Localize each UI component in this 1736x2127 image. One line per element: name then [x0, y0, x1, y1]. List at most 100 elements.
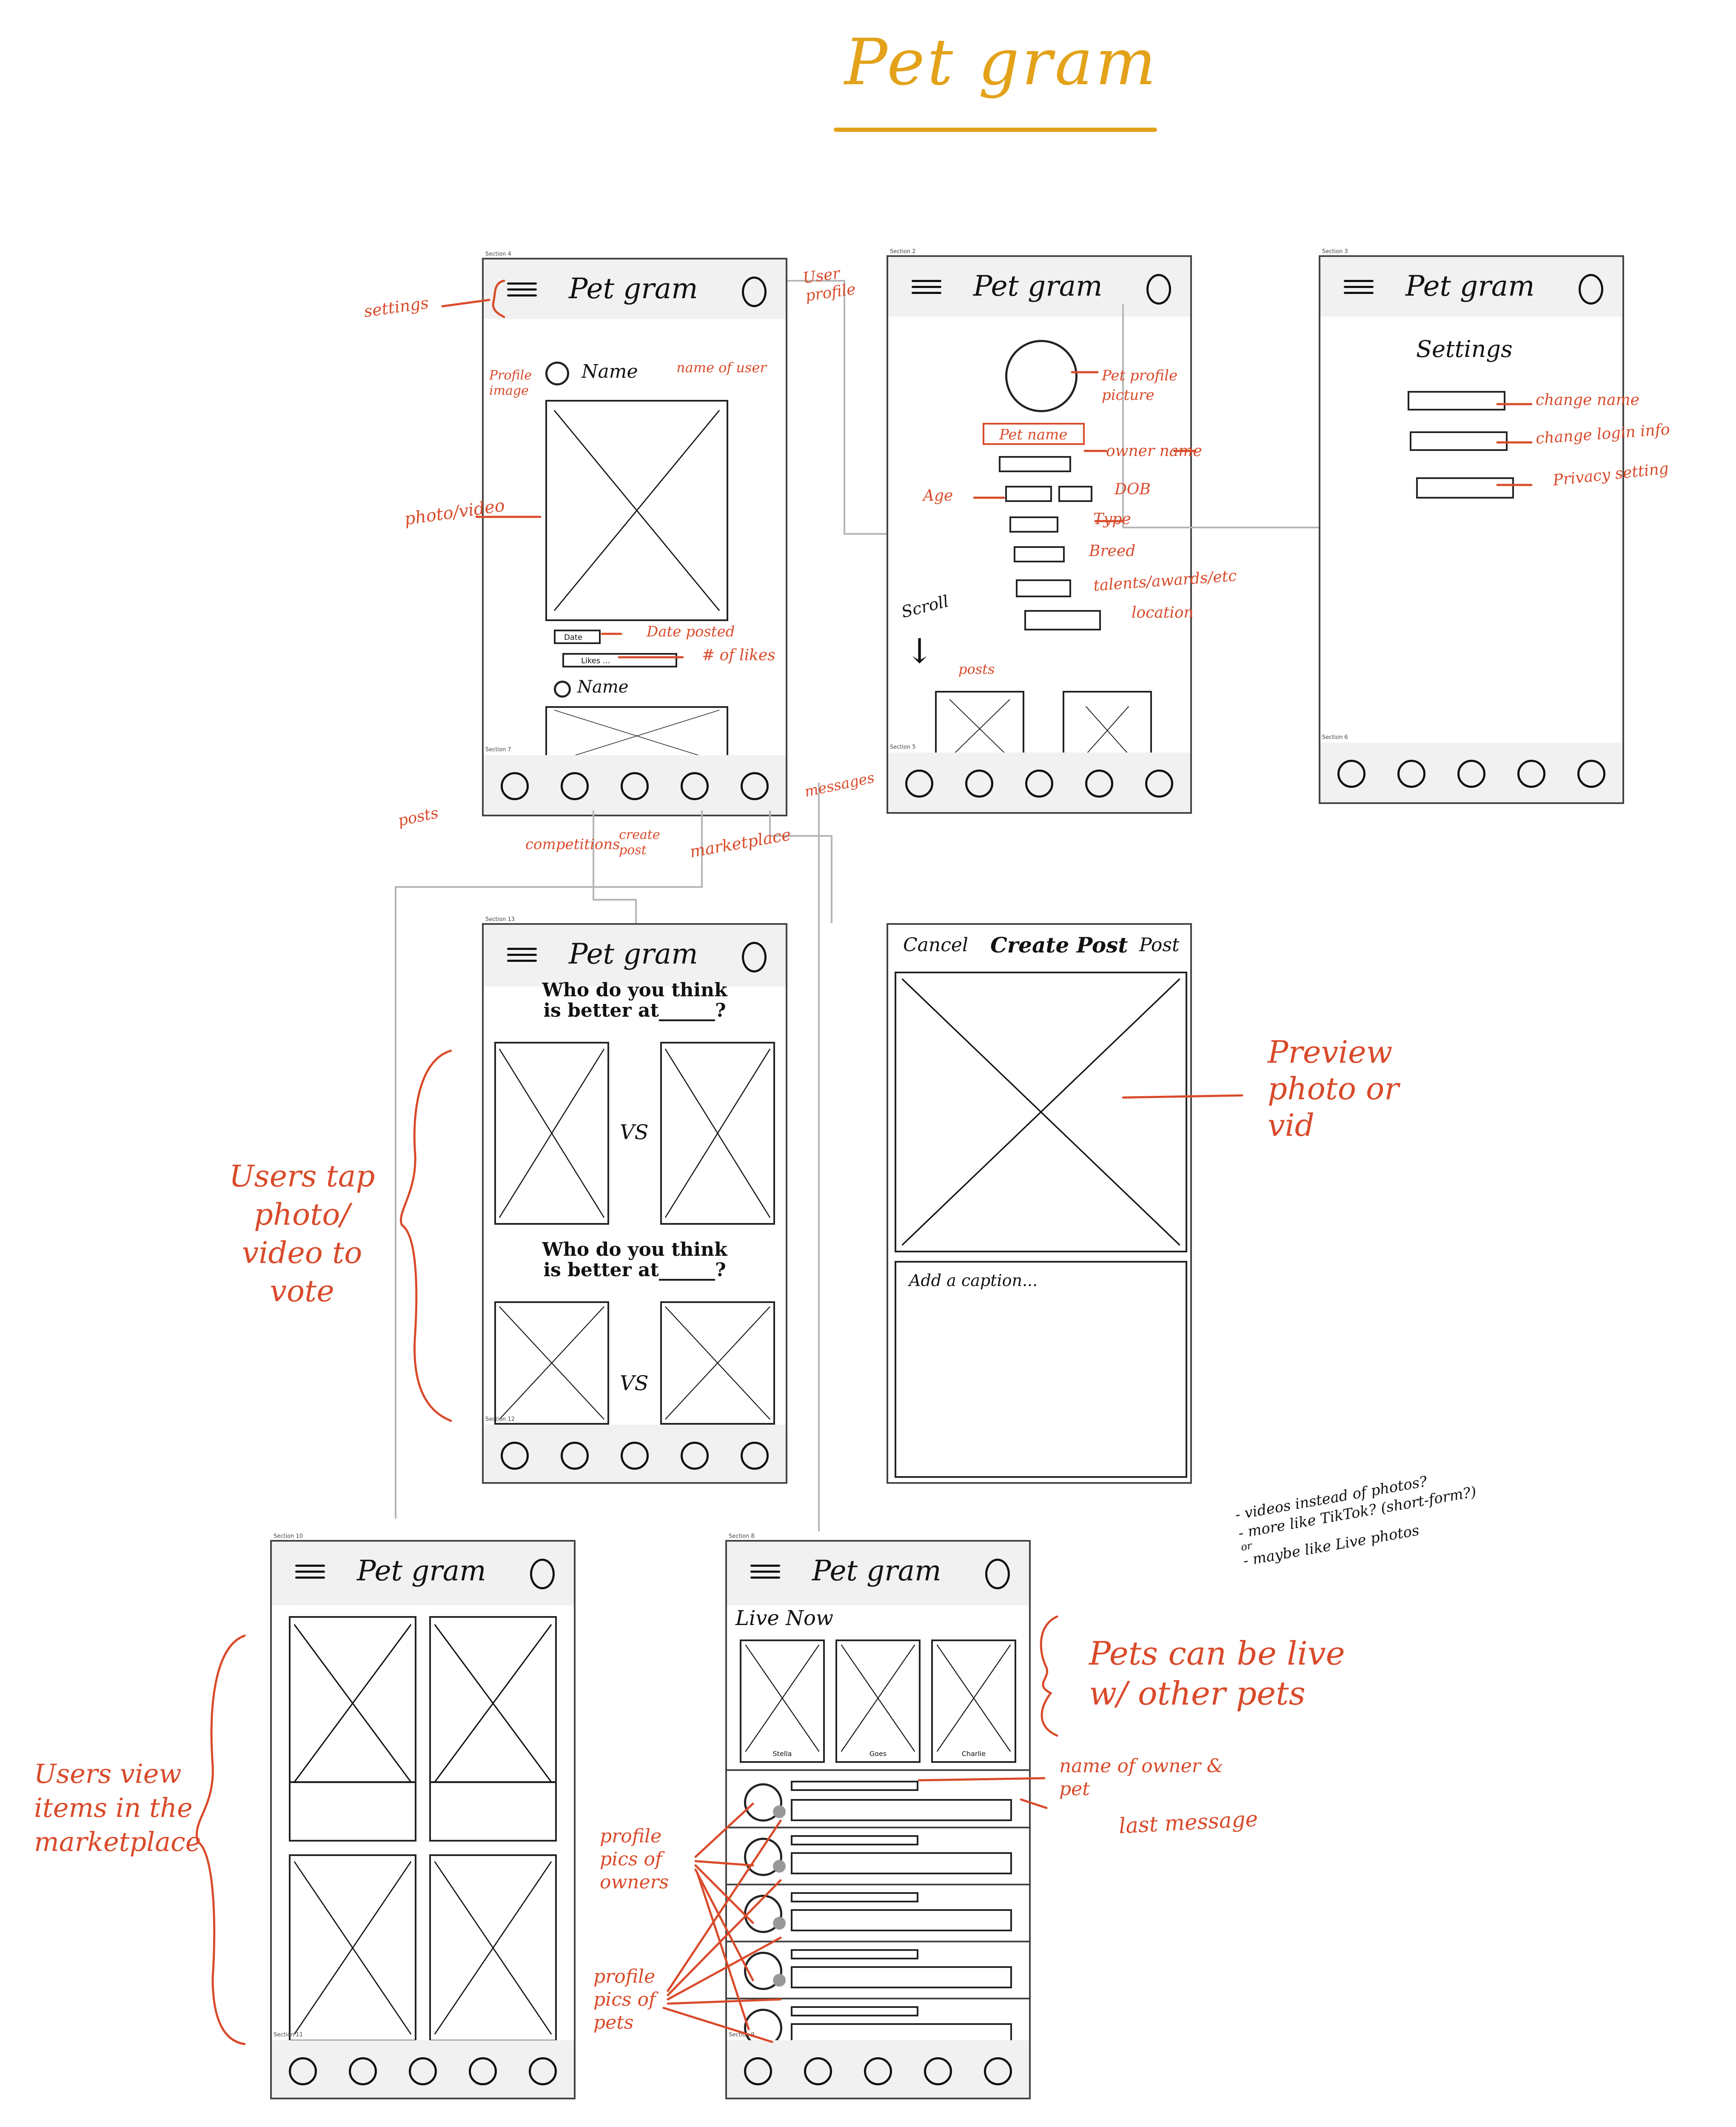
- change-login-field[interactable]: [1410, 431, 1508, 451]
- posts-label: posts: [958, 661, 995, 677]
- marketplace-item[interactable]: [289, 1854, 416, 2041]
- bottom-nav: Section 7: [484, 747, 786, 815]
- section-label: Section 9: [729, 2032, 755, 2038]
- privacy-setting-field[interactable]: [1416, 477, 1514, 499]
- date-field: Date: [554, 630, 601, 644]
- live-stream-card[interactable]: Stella: [740, 1639, 825, 1763]
- annotation: competitions: [525, 836, 620, 853]
- pet-name-field: Pet name: [983, 423, 1085, 445]
- live-stream-card[interactable]: Goes: [835, 1639, 921, 1763]
- posts-nav-icon[interactable]: [501, 772, 529, 800]
- posts-nav-icon[interactable]: [744, 2057, 772, 2085]
- annotation: DOB: [1115, 481, 1151, 498]
- post-thumbnail[interactable]: [1063, 691, 1152, 763]
- caption-input[interactable]: Add a caption...: [895, 1261, 1187, 1478]
- profile-icon[interactable]: [742, 942, 767, 972]
- annotation: Type: [1093, 510, 1131, 528]
- app-header: Pet gram: [888, 257, 1190, 316]
- competitions-nav-icon[interactable]: [804, 2057, 832, 2085]
- competitions-nav-icon[interactable]: [561, 772, 589, 800]
- messages-frame: Section 8 Pet gram Live Now Stella Goes …: [725, 1533, 1031, 2099]
- create-post-nav-icon[interactable]: [621, 772, 649, 800]
- app-header: Pet gram: [1320, 257, 1622, 316]
- post-photo[interactable]: [545, 400, 728, 621]
- profile-icon[interactable]: [985, 1559, 1010, 1589]
- posts-nav-icon[interactable]: [501, 1442, 529, 1470]
- menu-icon[interactable]: [507, 279, 537, 300]
- messages-nav-icon[interactable]: [1577, 760, 1605, 788]
- avatar[interactable]: [554, 681, 571, 698]
- message-row[interactable]: [727, 1999, 1029, 2047]
- competitions-nav-icon[interactable]: [349, 2057, 377, 2085]
- message-row[interactable]: [727, 1942, 1029, 1999]
- type-field: [1009, 516, 1058, 533]
- marketplace-nav-icon[interactable]: [681, 772, 709, 800]
- marketplace-nav-icon[interactable]: [469, 2057, 497, 2085]
- post-button[interactable]: Post: [1139, 934, 1180, 956]
- profile-icon[interactable]: [1146, 274, 1171, 305]
- annotation: # of likes: [702, 647, 775, 664]
- messages-nav-icon[interactable]: [741, 772, 769, 800]
- posts-nav-icon[interactable]: [1337, 760, 1365, 788]
- vote-option-photo[interactable]: [660, 1301, 775, 1425]
- marketplace-nav-icon[interactable]: [1085, 770, 1113, 798]
- messages-nav-icon[interactable]: [741, 1442, 769, 1470]
- create-post-nav-icon[interactable]: [621, 1442, 649, 1470]
- posts-nav-icon[interactable]: [905, 770, 933, 798]
- marketplace-nav-icon[interactable]: [924, 2057, 952, 2085]
- question-line: Who do you think: [542, 1239, 727, 1260]
- vote-option-photo[interactable]: [494, 1301, 609, 1425]
- profile-icon[interactable]: [1579, 274, 1603, 305]
- pet-avatar: [773, 1860, 786, 1873]
- menu-icon[interactable]: [1344, 276, 1374, 297]
- pet-name-text: Pet name: [999, 426, 1068, 443]
- bottom-nav: Section 11: [272, 2032, 574, 2098]
- profile-icon[interactable]: [742, 277, 767, 307]
- bottom-nav: Section 6: [1320, 734, 1622, 802]
- bottom-nav: Section 9: [727, 2032, 1029, 2098]
- marketplace-nav-icon[interactable]: [1517, 760, 1545, 788]
- annotation: Pets can be live w/ other pets: [1089, 1634, 1345, 1712]
- post-thumbnail[interactable]: [935, 691, 1024, 763]
- question-line: Who do you think: [542, 979, 727, 1001]
- message-row[interactable]: [727, 1828, 1029, 1885]
- create-post-nav-icon[interactable]: [1025, 770, 1053, 798]
- posts-nav-icon[interactable]: [289, 2057, 317, 2085]
- menu-icon[interactable]: [912, 276, 941, 297]
- create-post-nav-icon[interactable]: [1457, 760, 1485, 788]
- avatar[interactable]: [545, 362, 569, 385]
- last-message: [791, 1966, 1012, 1988]
- section-label: Section 10: [274, 1533, 303, 1540]
- vote-option-photo[interactable]: [660, 1042, 775, 1225]
- menu-icon[interactable]: [750, 1561, 780, 1582]
- owner-pet-name: [791, 1892, 918, 1902]
- change-name-field[interactable]: [1408, 391, 1505, 411]
- message-row[interactable]: [727, 1771, 1029, 1828]
- create-post-nav-icon[interactable]: [409, 2057, 437, 2085]
- age-field: [1005, 486, 1052, 502]
- competitions-nav-icon[interactable]: [1397, 760, 1425, 788]
- messages-nav-icon[interactable]: [1145, 770, 1173, 798]
- competitions-nav-icon[interactable]: [561, 1442, 589, 1470]
- live-stream-card[interactable]: Charlie: [931, 1639, 1016, 1763]
- owner-pet-name: [791, 2006, 918, 2016]
- messages-nav-icon[interactable]: [984, 2057, 1012, 2085]
- profile-icon[interactable]: [530, 1559, 555, 1589]
- live-pet-name: Charlie: [961, 1750, 986, 1758]
- marketplace-item[interactable]: [429, 1616, 557, 1842]
- marketplace-nav-icon[interactable]: [681, 1442, 709, 1470]
- message-row[interactable]: [727, 1885, 1029, 1942]
- marketplace-item[interactable]: [289, 1616, 416, 1842]
- cancel-button[interactable]: Cancel: [903, 934, 968, 956]
- annotation: Date posted: [647, 623, 735, 640]
- menu-icon[interactable]: [295, 1561, 325, 1582]
- messages-nav-icon[interactable]: [529, 2057, 557, 2085]
- competitions-nav-icon[interactable]: [965, 770, 993, 798]
- vote-option-photo[interactable]: [494, 1042, 609, 1225]
- media-preview[interactable]: [895, 972, 1187, 1252]
- app-header: Pet gram: [484, 925, 786, 987]
- marketplace-item[interactable]: [429, 1854, 557, 2041]
- app-header: Pet gram: [484, 259, 786, 319]
- create-post-nav-icon[interactable]: [864, 2057, 892, 2085]
- menu-icon[interactable]: [507, 944, 537, 965]
